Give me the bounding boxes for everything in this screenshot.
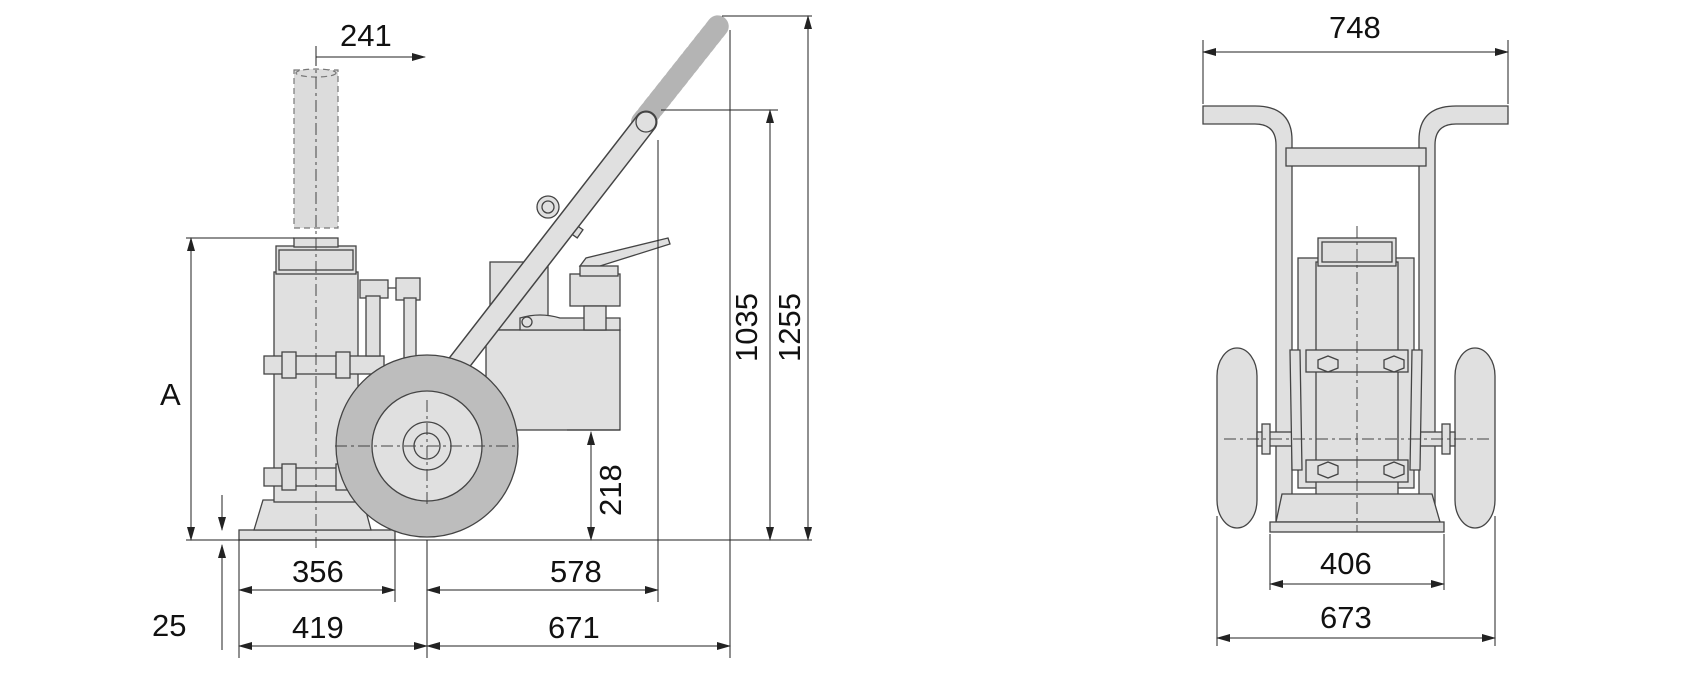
front-side-bracket-right [1409,349,1423,471]
front-crossbar [1285,147,1427,167]
pump-handle [440,110,658,384]
release-lever [578,237,671,277]
dim-height-handle-mid: 1035 [729,293,764,362]
upper-clamp-bolt-left [281,351,297,379]
front-side-bracket-left [1289,349,1303,471]
dim-extension-offset: 241 [340,18,392,53]
dim-wheel-track: 673 [1320,600,1372,635]
dim-inner-width: 406 [1320,546,1372,581]
pump-pivot [521,316,533,328]
lower-clamp-bolt-left [281,463,297,491]
front-wheel-left [1216,347,1258,529]
dim-base-to-axle: 419 [292,610,344,645]
front-dimension-lines [1202,48,1509,642]
pressure-gauge-face [541,200,555,214]
side-dimension-lines [187,15,812,650]
dim-base-to-lower-edge: 218 [593,464,628,516]
bolt-hex-2 [1383,355,1405,373]
front-foot [1275,493,1441,523]
handle-extended [631,15,729,133]
dim-base-to-handle: 578 [550,554,602,589]
dim-lift-height-label: A [160,377,181,412]
dim-base-plate-width: 356 [292,554,344,589]
bolt-hex-3 [1317,461,1339,479]
bolt-hex-4 [1383,461,1405,479]
bolt-hex-1 [1317,355,1339,373]
valve-stem [583,305,607,331]
jack-foot [253,499,372,531]
dim-handle-width: 748 [1329,10,1381,45]
front-wheel-right [1454,347,1496,529]
base-plate [238,529,396,541]
dim-axle-to-handle-tip: 671 [548,610,600,645]
dim-base-thickness: 25 [152,608,186,643]
side-view: 241 A 25 356 578 419 671 218 1035 1255 [152,15,812,658]
dim-height-handle-top: 1255 [772,293,807,362]
handle-joint [635,111,657,133]
front-view: 748 406 673 [1202,10,1509,646]
hydraulic-pipes [359,277,421,359]
extension-lines [186,15,812,658]
upper-clamp-bolt-right [335,351,351,379]
valve-block [569,273,621,307]
